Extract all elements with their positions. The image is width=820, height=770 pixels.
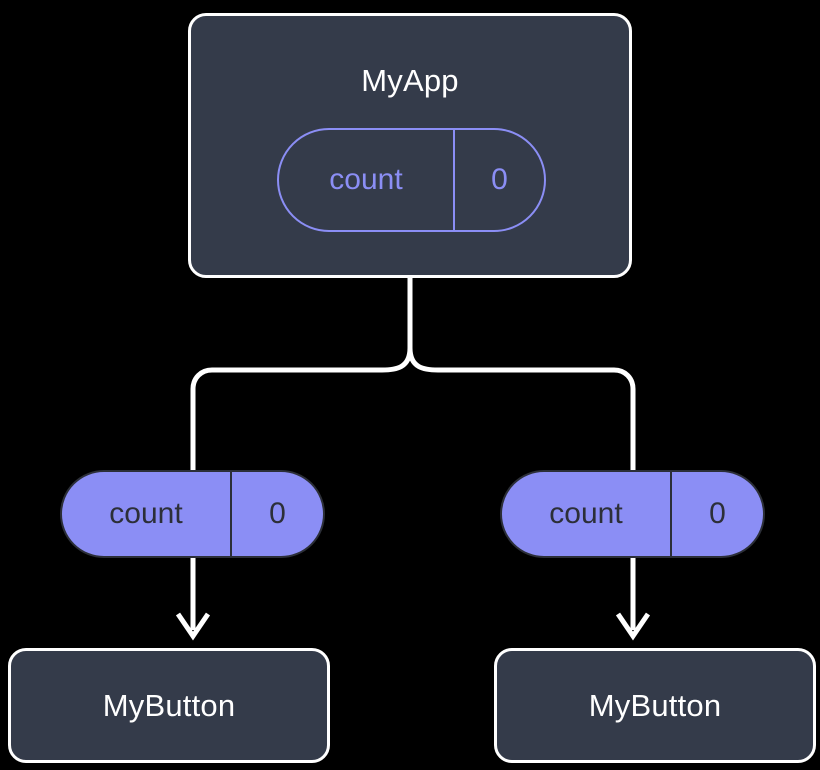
- state-pill-left-name: count: [62, 472, 232, 556]
- state-pill-root[interactable]: count 0: [277, 128, 546, 232]
- state-pill-left-value: 0: [269, 497, 286, 530]
- node-mybutton-left[interactable]: MyButton: [8, 648, 330, 763]
- node-mybutton-right-title: MyButton: [588, 687, 722, 723]
- state-pill-root-name: count: [279, 130, 455, 230]
- edge-fork-left: [190, 345, 413, 473]
- node-mybutton-left-title: MyButton: [102, 687, 236, 723]
- arrow-head-right-icon: [615, 612, 651, 641]
- state-pill-root-value: 0: [491, 163, 508, 196]
- edge-fork-right: [407, 345, 636, 473]
- state-pill-right-value: 0: [709, 497, 726, 530]
- state-pill-left[interactable]: count 0: [60, 470, 325, 558]
- node-mybutton-right[interactable]: MyButton: [494, 648, 816, 763]
- arrow-head-left-icon: [175, 612, 211, 641]
- state-pill-right[interactable]: count 0: [500, 470, 765, 558]
- state-pill-right-name: count: [502, 472, 672, 556]
- node-myapp-title: MyApp: [361, 63, 459, 98]
